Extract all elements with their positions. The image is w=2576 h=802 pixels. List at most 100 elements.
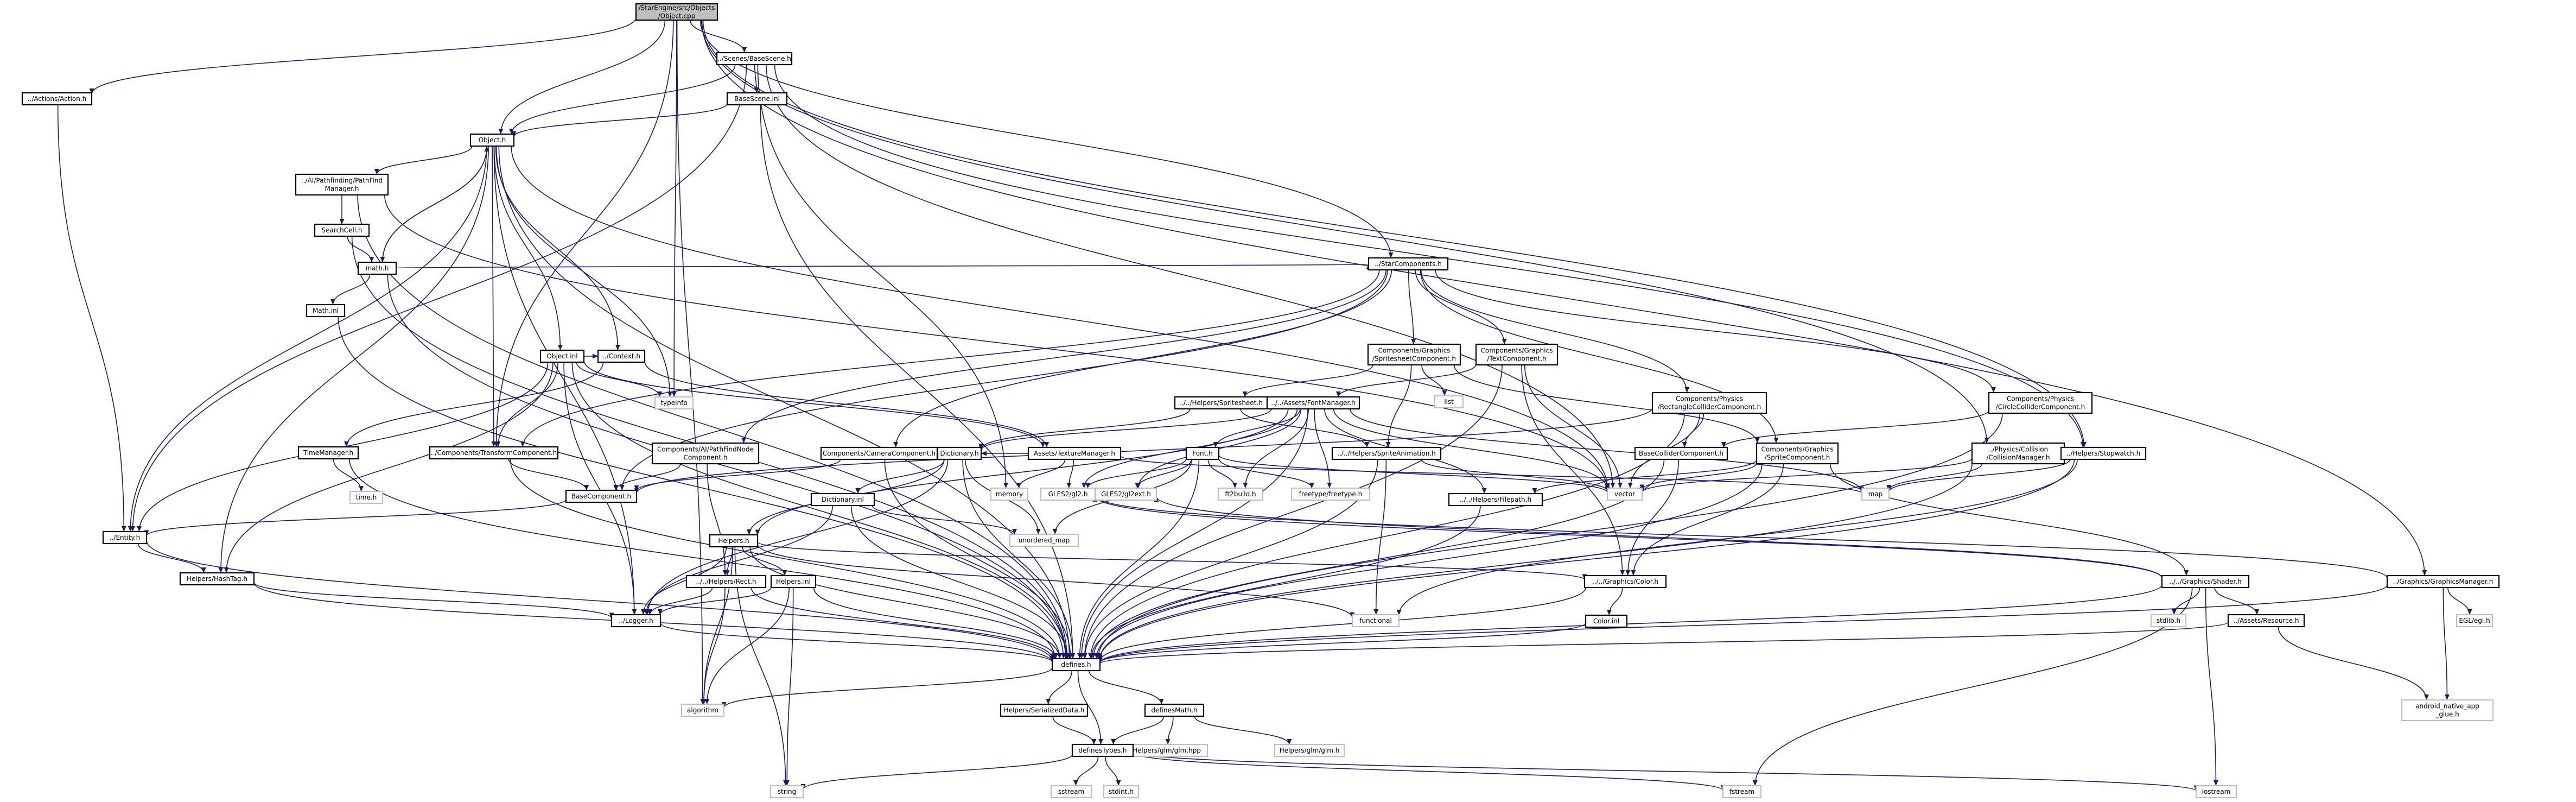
node-graphicsmgr[interactable]: ../Graphics/GraphicsManager.h [2386,574,2500,589]
node-freetype: freetype/freetype.h [1290,487,1371,501]
node-label: Assets/TextureManager.h [1034,450,1115,457]
node-color_h[interactable]: ../../Graphics/Color.h [1583,574,1667,589]
node-label: time.h [356,494,377,501]
node-label: ../Entity.h [110,534,140,541]
node-basecoll[interactable]: BaseColliderComponent.h [1634,446,1728,460]
node-font_h[interactable]: Font.h [1185,446,1220,460]
edge-definesmath-to-glm_hpp [1165,716,1174,745]
node-box [1634,446,1728,460]
edge-font_h-to-ftbuild [1207,459,1238,489]
node-label: sstream [1058,788,1084,795]
node-label: EGL/egl.h [2459,617,2490,624]
node-dictionary_h[interactable]: Dictionary.h [937,446,982,460]
node-label: Components/Graphics [1481,347,1553,355]
node-label: android_native_app [2415,703,2479,710]
node-math_inl[interactable]: Math.inl [306,304,346,318]
node-box [1217,487,1264,501]
node-definesmath[interactable]: definesMath.h [1144,703,1205,717]
node-label: ../../Helpers/Spritesheet.h [1179,399,1263,407]
node-ftbuild: ft2build.h [1217,487,1264,501]
edge-starcomp-to-textcomp [1415,269,1507,345]
edge-fontmgr-to-vector [1333,408,1610,489]
node-label: Manager.h [325,185,359,193]
node-action[interactable]: ../Actions/Action.h [21,92,93,106]
edge-helpers_h-to-logger [641,546,727,615]
node-hashtag[interactable]: Helpers/HashTag.h [179,572,255,586]
node-context[interactable]: ../Context.h [597,349,646,363]
edge-basecomp-to-entity [144,498,567,536]
edge-shader-to-gles2ext [1154,496,2162,578]
node-filepath[interactable]: ../../Helpers/Filepath.h [1448,492,1543,507]
node-fontmgr[interactable]: ../../Assets/FontManager.h [1266,396,1360,410]
node-object_inl[interactable]: Object.inl [539,349,585,363]
node-label: Components/AI/PathFindNode [657,446,754,453]
node-searchcell[interactable]: SearchCell.h [314,223,370,237]
node-gles2: GLES2/gl2.h [1040,487,1096,501]
node-box [597,349,646,363]
node-texturemgr[interactable]: Assets/TextureManager.h [1027,446,1122,460]
node-definetypes[interactable]: definesTypes.h [1071,743,1134,757]
node-label: /SpritesheetComponent.h [1372,355,1456,363]
node-box [651,442,760,465]
node-label: Helpers/HashTag.h [187,575,247,583]
edge-helpers_h-to-string [734,546,788,786]
node-rectcoll[interactable]: Components/Physics/RectangleColliderComp… [1651,391,1767,414]
node-object_h[interactable]: Object.h [469,133,515,147]
node-cameracomp[interactable]: Components/CameraComponent.h [820,446,938,460]
node-defines[interactable]: defines.h [1051,658,1101,672]
node-box [306,304,346,318]
node-label: Components/Graphics [1761,446,1834,453]
node-label: Object.h [479,136,506,144]
node-color_inl[interactable]: Color.inl [1585,614,1628,628]
node-entity[interactable]: ../Entity.h [102,531,148,545]
node-box [1583,574,1667,589]
edge-shader-to-fstream [1752,587,2193,786]
node-spriteanim[interactable]: ../../Helpers/SpriteAnimation.h [1331,446,1442,460]
node-logger[interactable]: ../Logger.h [610,614,662,628]
edge-shader-to-stdlib [2171,587,2200,615]
node-math_h[interactable]: math.h [357,261,397,275]
node-helpers_h[interactable]: Helpers.h [709,534,759,548]
node-dictionary_inl[interactable]: Dictionary.inl [810,492,875,507]
edge-spritesheetcomp-to-list [1421,364,1447,396]
node-label: TimeManager.h [303,449,353,457]
node-transform[interactable]: ../Components/TransformComponent.h [429,446,559,460]
node-label: Color.inl [1593,617,1619,625]
node-root[interactable]: /StarEngine/src/Objects/Object.cpp [635,3,718,21]
node-spritecomp[interactable]: Components/Graphics/SpriteComponent.h [1756,442,1839,465]
node-textcomp[interactable]: Components/Graphics/TextComponent.h [1475,343,1559,366]
node-basescene_inl[interactable]: BaseScene.inl [726,92,788,106]
node-box [1756,442,1839,465]
edge-fontmgr-to-freetype [1314,408,1332,489]
node-stdlib: stdlib.h [2150,614,2187,628]
node-box [2161,574,2250,589]
node-helpers_ss[interactable]: ../../Helpers/Spritesheet.h [1174,396,1268,410]
node-box [1009,533,1079,547]
edge-definetypes-to-fstream [1133,752,1726,791]
node-box [1144,703,1205,717]
node-box [1103,785,1140,799]
edge-object_h-to-vector [511,146,1610,489]
node-serialized[interactable]: Helpers/SerializedData.h [1000,703,1089,717]
edge-graphicsmgr-to-defines [1097,585,2388,664]
node-resource[interactable]: ../Assets/Resource.h [2227,614,2305,628]
node-spritesheetcomp[interactable]: Components/Graphics/SpritesheetComponent… [1367,343,1461,366]
node-starcomp[interactable]: ../StarComponents.h [1367,257,1449,271]
node-stopwatch[interactable]: ../Helpers/Stopwatch.h [2060,446,2147,460]
node-rect_h[interactable]: ../../Helpers/Rect.h [685,574,767,589]
node-basescene[interactable]: ../Scenes/BaseScene.h [716,52,793,66]
node-circlecoll[interactable]: Components/Physics/CircleColliderCompone… [1988,391,2093,414]
node-box [2227,614,2305,628]
node-basecomp[interactable]: BaseComponent.h [565,489,638,503]
edge-helpers_inl-to-algorithm [704,587,790,705]
node-timemgr[interactable]: TimeManager.h [297,446,359,460]
node-shader[interactable]: ../../Graphics/Shader.h [2161,574,2250,589]
edge-color_h-to-color_inl [1606,587,1623,616]
node-collmgr[interactable]: ../Physics/Collision/CollisionManager.h [1971,442,2065,465]
edge-entity-to-hashtag [137,543,206,573]
node-box [610,614,662,628]
node-helpers_inl[interactable]: Helpers.inl [770,574,817,589]
node-box [1475,343,1559,366]
